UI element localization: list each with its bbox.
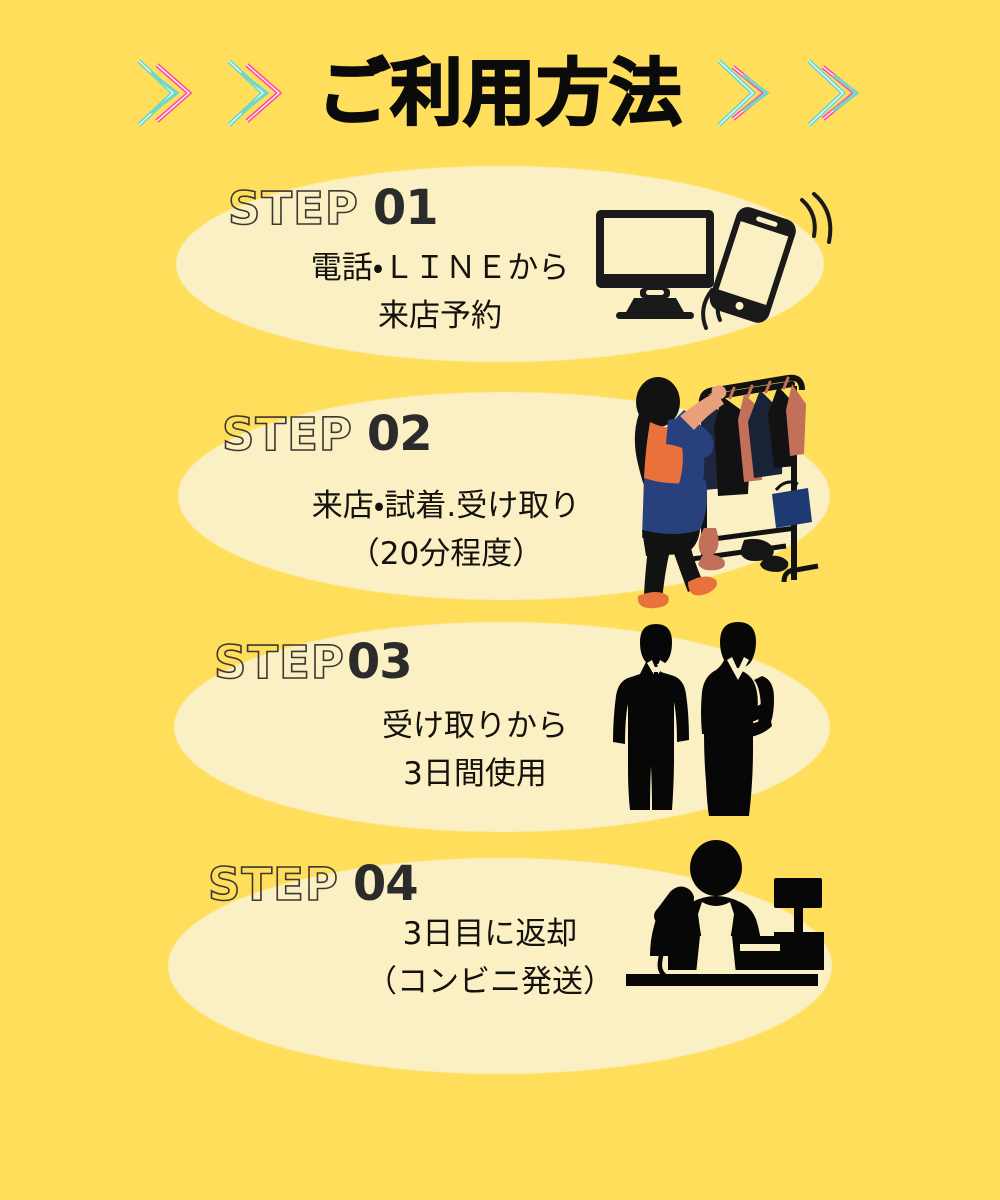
woman-at-clothing-rack-illustration xyxy=(596,370,840,610)
step-text-line: 3日目に返却 xyxy=(402,916,578,952)
header-chevrons-right xyxy=(709,51,871,135)
step-text-01: 電話・ＬＩＮＥから 来店予約 xyxy=(250,244,630,340)
step-number: 03 xyxy=(346,634,413,690)
step-text-line: 来店予約 xyxy=(378,298,502,335)
chevron-right-icon xyxy=(219,51,291,135)
step-word: STEP xyxy=(213,636,345,689)
step-word: STEP xyxy=(227,182,359,235)
header-chevrons-left xyxy=(129,51,291,135)
chevron-right-icon xyxy=(709,51,781,135)
step-row-03: STEP 03 受け取りから 3日間使用 xyxy=(0,608,1000,843)
step-text-03: 受け取りから 3日間使用 xyxy=(300,702,650,798)
step-text-04: 3日目に返却 （コンビニ発送） xyxy=(300,910,680,1006)
step-label-04: STEP 04 xyxy=(207,856,419,912)
step-text-line: 来店・試着.受け取り xyxy=(311,488,581,524)
step-text-02: 来店・試着.受け取り （20分程度） xyxy=(246,482,646,578)
business-couple-silhouette-illustration xyxy=(606,612,806,822)
step-word: STEP xyxy=(207,858,339,911)
step-text-line: （20分程度） xyxy=(348,536,544,573)
step-text-line: 3日間使用 xyxy=(403,756,547,793)
page-title: ご利用方法 xyxy=(316,51,683,135)
step-row-04: STEP 04 3日目に返却 （コンビニ発送） xyxy=(0,838,1000,1088)
step-text-line: （コンビニ発送） xyxy=(366,964,614,1001)
step-blob xyxy=(176,166,824,362)
step-label-03: STEP 03 xyxy=(213,634,413,690)
step-text-line: 受け取りから xyxy=(382,708,568,744)
chevron-right-icon xyxy=(799,51,871,135)
step-row-02: STEP 02 来店・試着.受け取り （20分程度） xyxy=(0,374,1000,613)
step-label-02: STEP 02 xyxy=(221,406,433,462)
page-header: ご利用方法 xyxy=(0,38,1000,148)
step-word: STEP xyxy=(221,408,353,461)
step-label-01: STEP 01 xyxy=(227,180,439,236)
step-number: 01 xyxy=(372,180,439,236)
step-text-line: 電話・ＬＩＮＥから xyxy=(310,250,570,286)
monitor-and-smartphone-illustration xyxy=(588,192,838,332)
convenience-store-clerk-illustration xyxy=(608,840,828,1000)
step-row-01: STEP 01 電話・ＬＩＮＥから 来店予約 xyxy=(0,160,1000,380)
step-number: 02 xyxy=(366,406,433,462)
step-number: 04 xyxy=(352,856,419,912)
chevron-right-icon xyxy=(129,51,201,135)
